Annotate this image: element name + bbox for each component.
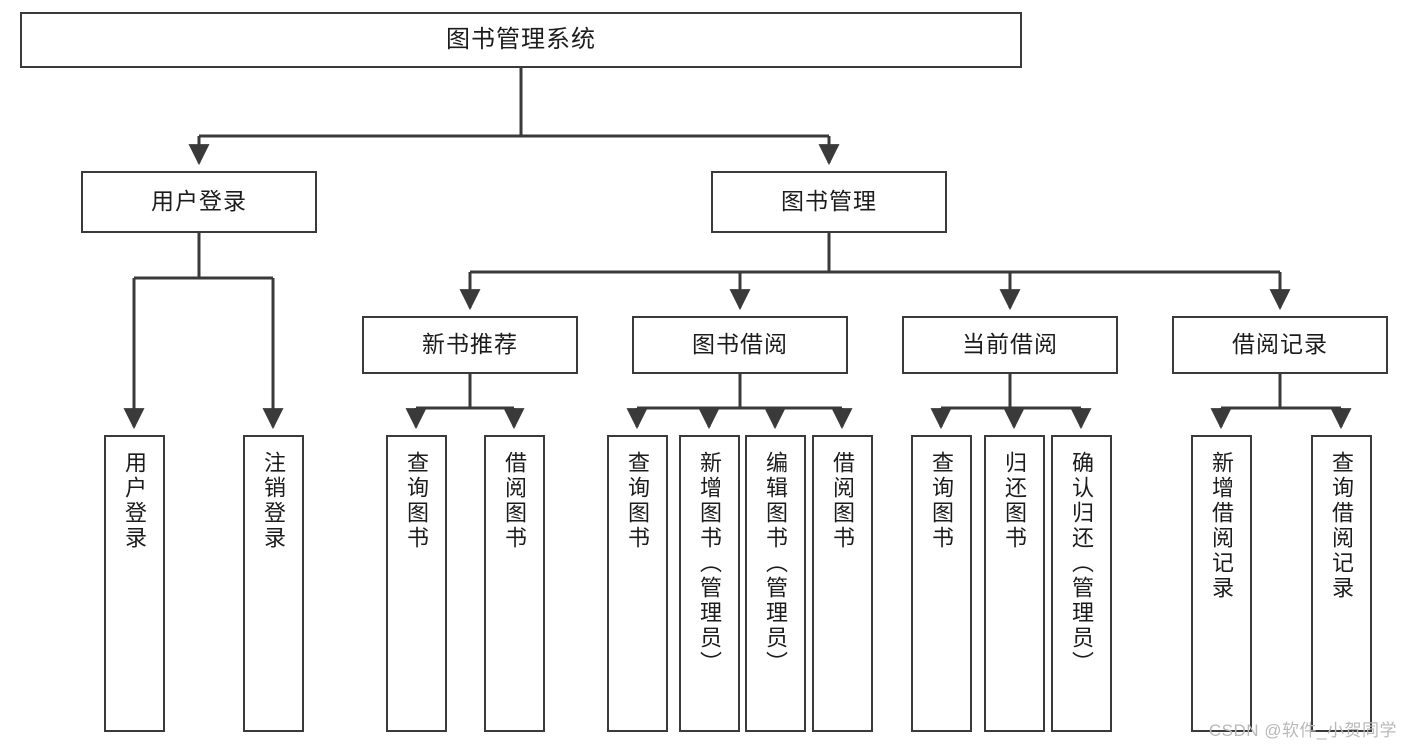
leaf-label: 借阅图书 — [502, 451, 528, 551]
leaf-label: 用户登录 — [122, 451, 148, 551]
leaf-label: 新增借阅记录 — [1209, 451, 1235, 601]
leaf-label: 归还图书 — [1002, 451, 1028, 551]
node-borrow-record[interactable]: 借阅记录 — [1172, 316, 1388, 374]
leaf-borrow-book[interactable]: 借阅图书 — [812, 435, 873, 732]
leaf-label: 注销登录 — [261, 451, 287, 551]
node-root-system[interactable]: 图书管理系统 — [20, 12, 1022, 68]
leaf-label: 借阅图书 — [830, 451, 856, 551]
leaf-add-book-admin[interactable]: 新增图书（管理员） — [679, 435, 740, 732]
leaf-add-borrow-record[interactable]: 新增借阅记录 — [1191, 435, 1252, 732]
leaf-label: 查询借阅记录 — [1329, 451, 1355, 601]
node-book-management[interactable]: 图书管理 — [711, 171, 947, 233]
leaf-user-login[interactable]: 用户登录 — [104, 435, 165, 732]
leaf-label: 查询图书 — [929, 451, 955, 551]
leaf-query-book-current[interactable]: 查询图书 — [911, 435, 972, 732]
node-book-borrow[interactable]: 图书借阅 — [632, 316, 848, 374]
node-current-borrow[interactable]: 当前借阅 — [902, 316, 1118, 374]
leaf-query-book-recommend[interactable]: 查询图书 — [386, 435, 447, 732]
leaf-label: 查询图书 — [404, 451, 430, 551]
leaf-confirm-return-admin[interactable]: 确认归还（管理员） — [1051, 435, 1112, 732]
node-user-login[interactable]: 用户登录 — [81, 171, 317, 233]
leaf-label: 确认归还（管理员） — [1069, 451, 1095, 676]
leaf-borrow-book-recommend[interactable]: 借阅图书 — [484, 435, 545, 732]
leaf-label: 查询图书 — [625, 451, 651, 551]
leaf-query-borrow-record[interactable]: 查询借阅记录 — [1311, 435, 1372, 732]
leaf-edit-book-admin[interactable]: 编辑图书（管理员） — [745, 435, 806, 732]
node-new-book-recommend[interactable]: 新书推荐 — [362, 316, 578, 374]
leaf-user-logout[interactable]: 注销登录 — [243, 435, 304, 732]
leaf-return-book[interactable]: 归还图书 — [984, 435, 1045, 732]
csdn-watermark: CSDN @软件_小贺同学 — [1208, 721, 1397, 740]
leaf-query-book-borrow[interactable]: 查询图书 — [607, 435, 668, 732]
leaf-label: 新增图书（管理员） — [697, 451, 723, 676]
leaf-label: 编辑图书（管理员） — [763, 451, 789, 676]
